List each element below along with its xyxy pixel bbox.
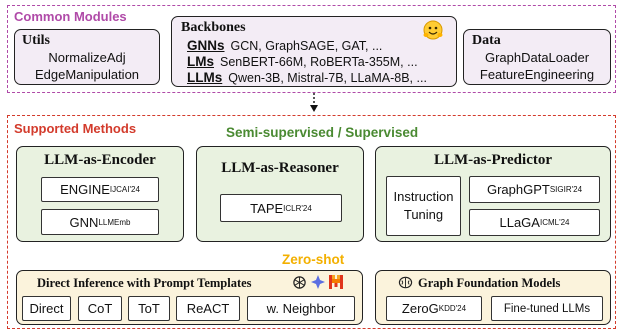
supervised-heading: Semi-supervised / Supervised	[226, 125, 419, 140]
llaga-venue: ICML'24	[539, 218, 570, 227]
down-arrow-icon	[310, 93, 318, 112]
gnn-venue: LLMEmb	[98, 217, 131, 227]
backbone-key-lms: LMs	[187, 54, 214, 69]
supported-methods-title: Supported Methods	[14, 121, 137, 136]
direct-inference-title: Direct Inference with Prompt Templates	[37, 276, 252, 290]
direct-box: Direct	[22, 296, 71, 321]
backbone-value-lms: SenBERT-66M, RoBERTa-355M, ...	[220, 55, 418, 69]
graph-foundation-models-title: Graph Foundation Models	[418, 276, 561, 290]
common-modules-title: Common Modules	[14, 9, 127, 24]
tot-box: ToT	[128, 296, 170, 321]
tot-label: ToT	[138, 301, 160, 316]
utils-box: Utils NormalizeAdj EdgeManipulation	[14, 29, 160, 85]
fine-tuned-llms-label: Fine-tuned LLMs	[503, 302, 591, 315]
backbones-box: Backbones GNNs GCN, GraphSAGE, GAT, ... L…	[171, 16, 457, 87]
engine-label: ENGINE	[60, 182, 110, 197]
direct-inference-box: Direct Inference with Prompt Templates D…	[16, 270, 363, 325]
mistral-icon	[329, 275, 343, 289]
llm-as-reasoner-title: LLM-as-Reasoner	[221, 160, 339, 176]
direct-label: Direct	[29, 301, 64, 316]
backbone-row-gnns: GNNs GCN, GraphSAGE, GAT, ...	[187, 38, 382, 53]
backbone-key-gnns: GNNs	[187, 38, 225, 53]
backbone-row-llms: LLMs Qwen-3B, Mistral-7B, LLaMA-8B, ...	[187, 70, 427, 85]
llm-as-encoder-title: LLM-as-Encoder	[44, 152, 156, 168]
cot-label: CoT	[87, 301, 113, 316]
llm-as-predictor-box: LLM-as-Predictor Instruction Tuning Grap…	[375, 146, 611, 242]
data-item-graphdataloader: GraphDataLoader	[484, 50, 590, 65]
utils-item-edgemanipulation: EdgeManipulation	[34, 67, 140, 82]
fine-tuned-llms-box: Fine-tuned LLMs	[491, 296, 603, 321]
hugging-face-icon	[423, 20, 443, 40]
tape-venue: ICLR'24	[283, 203, 312, 213]
backbone-value-gnns: GCN, GraphSAGE, GAT, ...	[230, 39, 383, 53]
zerog-venue: KDD'24	[438, 304, 467, 313]
common-modules-panel	[7, 5, 616, 93]
data-item-featureengineering: FeatureEngineering	[479, 67, 595, 82]
graphgpt-venue: SIGIR'24	[549, 185, 583, 194]
instruction-tuning-line-2: Tuning	[403, 207, 444, 222]
graphgpt-label: GraphGPT	[486, 182, 550, 197]
data-title: Data	[472, 33, 501, 48]
openai-icon	[293, 276, 306, 289]
utils-title: Utils	[22, 33, 50, 48]
data-box: Data GraphDataLoader FeatureEngineering	[463, 29, 611, 85]
brain-icon	[398, 276, 413, 289]
backbones-title: Backbones	[181, 20, 246, 35]
gnn-label: GNN	[69, 214, 99, 230]
react-box: ReACT	[176, 296, 240, 321]
instruction-tuning-line-1: Instruction	[393, 189, 454, 204]
instruction-tuning-box: Instruction Tuning	[386, 176, 461, 236]
llm-as-predictor-title: LLM-as-Predictor	[433, 152, 553, 168]
zerog-label: ZeroG	[401, 301, 439, 316]
w-neighbor-label: w. Neighbor	[266, 301, 336, 316]
engine-venue: IJCAI'24	[109, 185, 140, 194]
cot-box: CoT	[78, 296, 122, 321]
zero-shot-heading: Zero-shot	[282, 252, 345, 267]
utils-item-normalizeadj: NormalizeAdj	[48, 50, 126, 65]
tape-label: TAPE	[250, 200, 284, 216]
supported-methods-panel	[7, 115, 616, 329]
w-neighbor-box: w. Neighbor	[247, 296, 355, 321]
backbone-value-llms: Qwen-3B, Mistral-7B, LLaMA-8B, ...	[228, 71, 427, 85]
backbone-key-llms: LLMs	[187, 70, 223, 85]
react-label: ReACT	[186, 301, 230, 316]
llaga-label: LLaGA	[499, 215, 540, 230]
gemini-icon	[311, 275, 325, 289]
backbone-row-lms: LMs SenBERT-66M, RoBERTa-355M, ...	[187, 54, 418, 69]
